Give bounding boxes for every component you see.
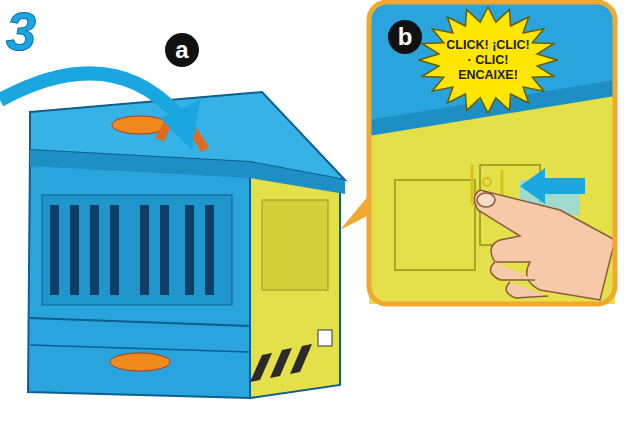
click-starburst: CLICK! ¡CLIC! · CLIC! ENCAIXE!	[418, 6, 558, 114]
step-number: 3	[6, 0, 36, 62]
callout-text: a	[175, 36, 188, 64]
hand	[474, 190, 615, 300]
inset-leader	[340, 195, 369, 230]
callout-letter: a	[165, 33, 199, 67]
callout-text: b	[398, 23, 413, 51]
crate	[28, 92, 345, 398]
callout-letter: b	[388, 20, 422, 54]
close-arrow	[0, 73, 200, 150]
inset-detail	[369, 2, 615, 304]
push-arrow	[520, 168, 585, 204]
sound-text: CLICK! ¡CLIC! · CLIC! ENCAIXE!	[444, 38, 532, 83]
